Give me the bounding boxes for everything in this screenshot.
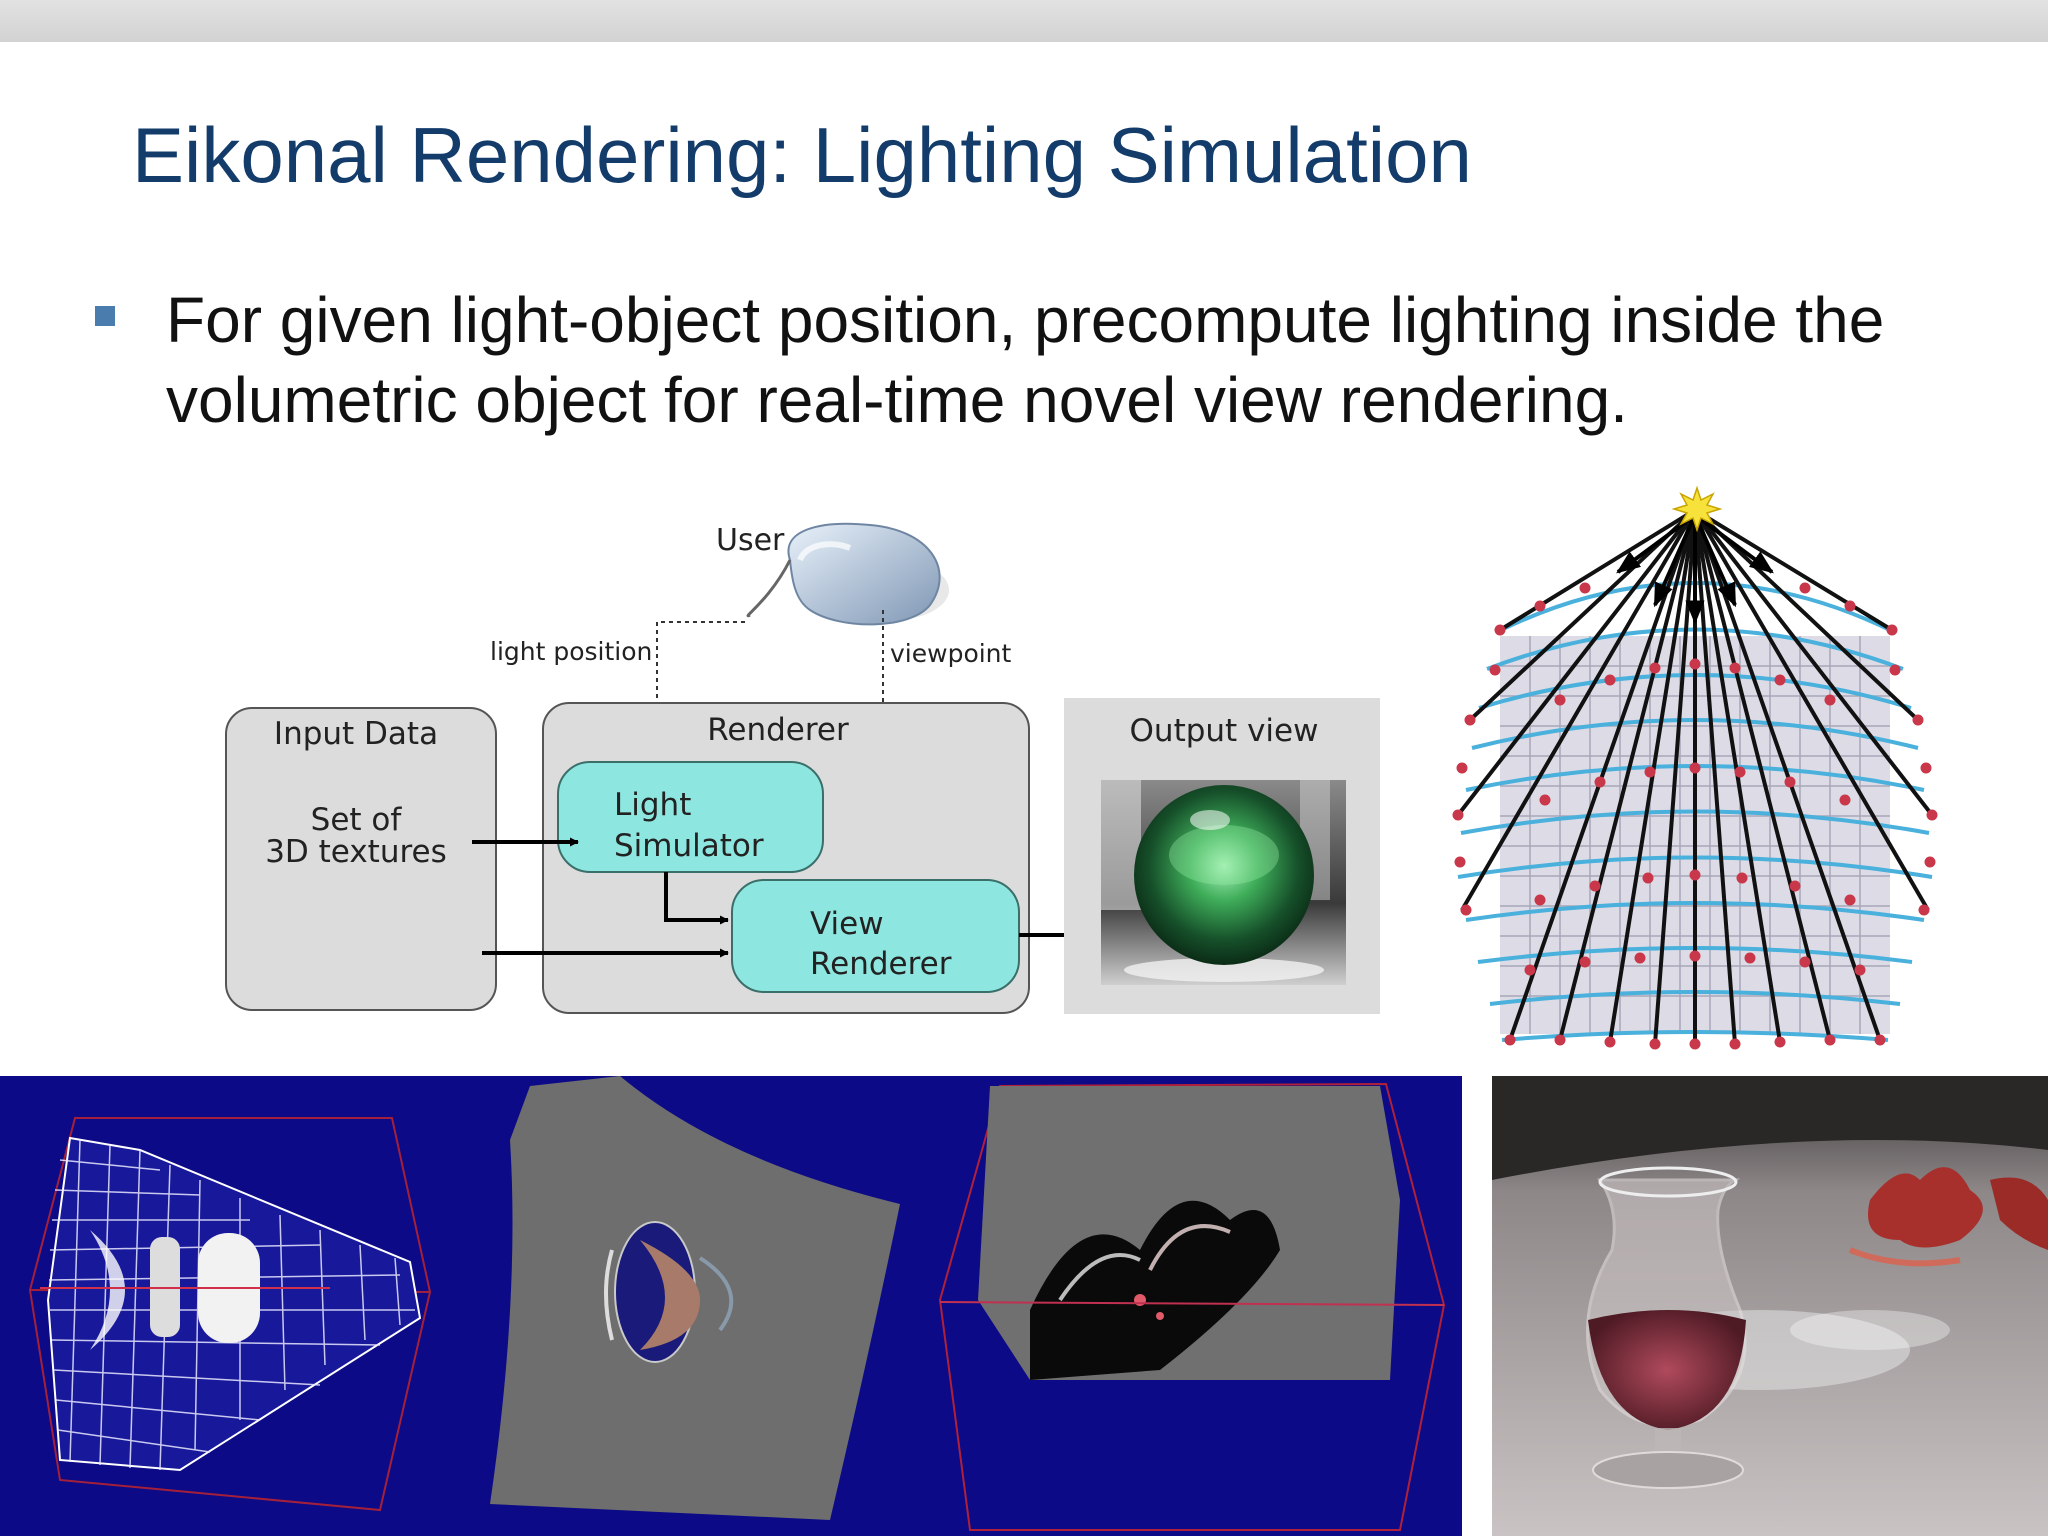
surface-panel [490,1076,900,1520]
viewpoint-label: viewpoint [890,639,1012,668]
input-data-title: Input Data [274,716,438,752]
simulation-screenshots [0,1076,1462,1536]
ray-arrows [1616,513,1774,625]
light-simulator-line2: Simulator [614,828,764,864]
sample-points [1452,582,1938,1050]
input-data-line2: 3D textures [265,834,447,870]
input-data-line1: Set of [311,802,403,838]
pipeline-diagram: User light position viewpoint Input Data… [225,522,1380,1014]
ray-fan-diagram [1452,485,1938,1050]
bullet-text: For given light-object position, precomp… [166,284,1885,436]
sun-icon [1671,485,1723,533]
top-bar [0,0,2048,42]
light-position-label: light position [490,637,652,666]
caustic-panel [938,1082,1446,1531]
light-simulator-box [557,761,824,873]
mouse-icon [746,522,949,626]
slide-title: Eikonal Rendering: Lighting Simulation [132,111,1472,199]
output-view-image [1101,780,1346,985]
wine-glass-render [1492,1076,2048,1536]
view-renderer-line1: View [810,906,884,942]
renderer-title: Renderer [707,712,849,748]
input-data-box [225,707,497,1011]
light-simulator-line1: Light [614,787,691,823]
user-label: User [716,523,785,558]
wireframe-panel [28,1117,432,1512]
output-view-title: Output view [1130,713,1319,749]
view-renderer-line2: Renderer [810,946,952,982]
bullet-icon [95,306,115,326]
